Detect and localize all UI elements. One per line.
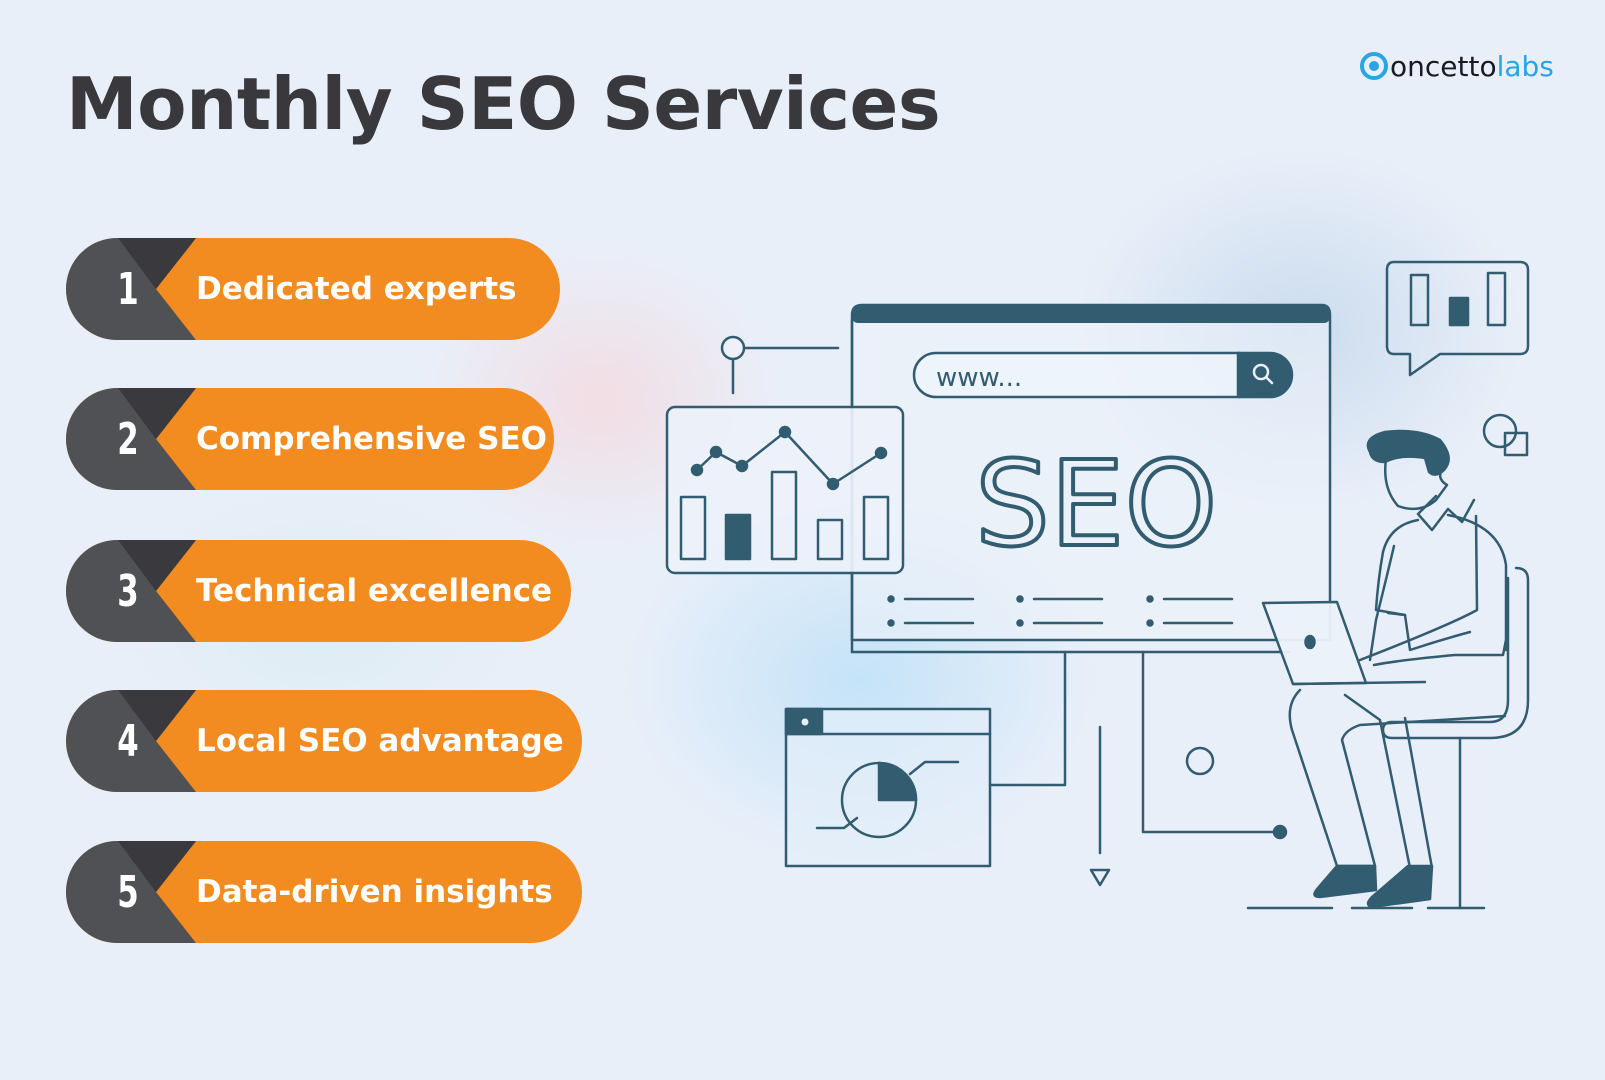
service-item-1: 1 Dedicated experts	[66, 238, 560, 340]
service-item-4: 4 Local SEO advantage	[66, 690, 582, 792]
page-title: Monthly SEO Services	[66, 62, 941, 146]
pie-chart-window	[784, 707, 992, 868]
search-bar	[912, 351, 1294, 399]
person-with-laptop	[1246, 429, 1530, 910]
service-label: Comprehensive SEO	[196, 421, 547, 457]
service-label: Local SEO advantage	[196, 723, 564, 759]
list-lines	[887, 595, 1234, 627]
magnifier-icon	[1252, 363, 1274, 385]
chat-bar-chart-icon	[1385, 260, 1530, 377]
logo-text-blue: labs	[1496, 49, 1554, 83]
service-label: Data-driven insights	[196, 874, 553, 910]
shapes-icon	[1482, 413, 1529, 457]
seo-headline: SEO	[975, 435, 1217, 573]
service-label: Technical excellence	[196, 573, 553, 609]
pin-connector	[720, 335, 840, 395]
logo-text-dark: oncetto	[1390, 49, 1497, 83]
logo-mark-icon	[1360, 52, 1388, 80]
search-bar-text: www...	[936, 363, 1022, 393]
connector-lines	[988, 650, 1288, 887]
service-number: 1	[117, 263, 139, 315]
service-number: 4	[117, 715, 139, 767]
service-item-5: 5 Data-driven insights	[66, 841, 582, 943]
service-number: 3	[117, 565, 139, 617]
analytics-chart-card	[665, 405, 905, 575]
service-number: 2	[117, 413, 139, 465]
service-number: 5	[117, 866, 139, 918]
brand-logo: oncetto labs	[1360, 46, 1554, 86]
service-label: Dedicated experts	[196, 271, 517, 307]
service-item-3: 3 Technical excellence	[66, 540, 571, 642]
service-item-2: 2 Comprehensive SEO	[66, 388, 554, 490]
